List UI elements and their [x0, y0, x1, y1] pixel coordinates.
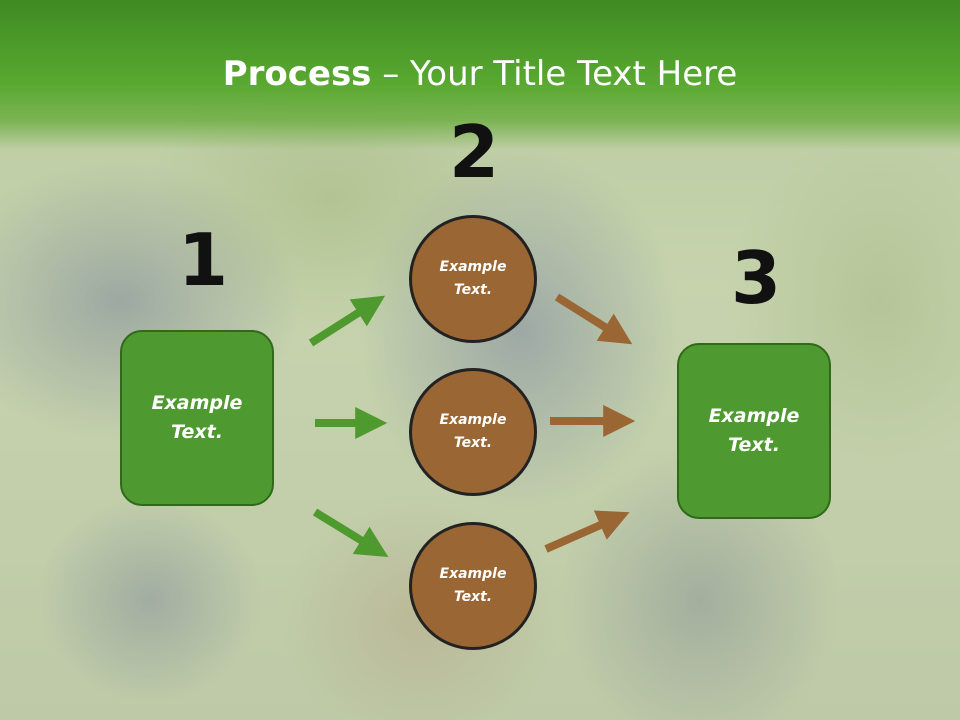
- circle-middle-label: Example Text.: [439, 412, 507, 451]
- step-number-2: 2: [449, 110, 500, 194]
- slide-title: Process – Your Title Text Here: [0, 54, 960, 94]
- right-process-box[interactable]: Example Text.: [677, 343, 831, 519]
- arrow-right-up-icon: [308, 295, 386, 347]
- circle-node-top[interactable]: Example Text.: [409, 215, 537, 343]
- arrow-right-down-brown-icon: [554, 293, 633, 345]
- title-banner: [0, 0, 960, 150]
- step-number-3: 3: [731, 236, 782, 320]
- left-process-box[interactable]: Example Text.: [120, 330, 274, 506]
- circle-node-bottom[interactable]: Example Text.: [409, 522, 537, 650]
- title-rest-part: – Your Title Text Here: [371, 54, 738, 94]
- step-number-1: 1: [178, 218, 229, 302]
- circle-bottom-label: Example Text.: [439, 566, 507, 605]
- arrow-right-up-brown-icon: [544, 510, 630, 553]
- circle-node-middle[interactable]: Example Text.: [409, 368, 537, 496]
- right-box-label: Example Text.: [708, 405, 800, 456]
- title-bold-part: Process: [222, 54, 372, 94]
- arrow-right-down-icon: [312, 508, 389, 558]
- circle-top-label: Example Text.: [439, 259, 507, 298]
- left-box-label: Example Text.: [151, 392, 243, 443]
